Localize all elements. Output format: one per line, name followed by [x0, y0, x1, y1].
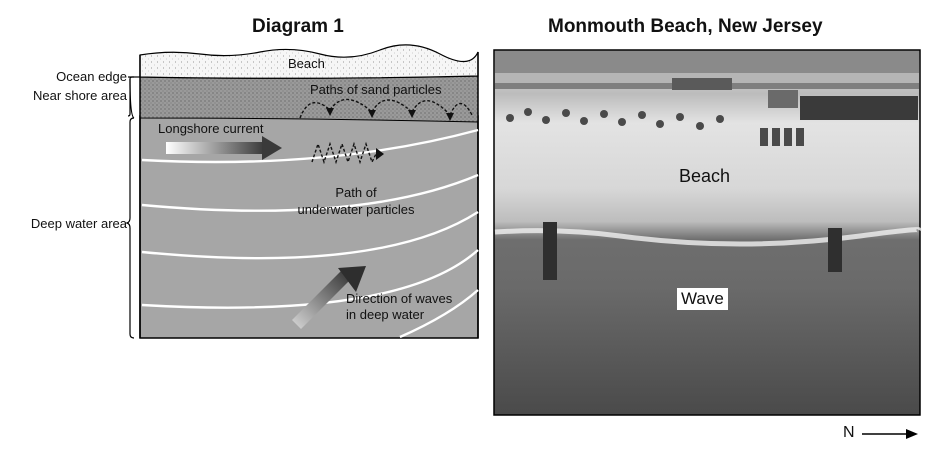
ocean-edge-label: Ocean edge: [56, 69, 127, 84]
beach-region: [139, 44, 479, 79]
sand-particle-arrowheads: [326, 108, 454, 121]
waves-label-line1: Direction of waves: [346, 291, 453, 306]
waves-label-line2: in deep water: [346, 307, 425, 322]
deep-water-label: Deep water area: [30, 216, 127, 231]
photo-title: Monmouth Beach, New Jersey: [548, 16, 823, 37]
aerial-photo: [493, 49, 922, 416]
longshore-current-label: Longshore current: [158, 121, 264, 136]
longshore-current-arrow: [166, 136, 282, 160]
jetty-right: [828, 228, 842, 272]
beach-label: Beach: [288, 56, 325, 71]
photo-beach-label: Beach: [679, 166, 731, 186]
jetty-left: [543, 222, 557, 280]
underwater-particle-path: [311, 141, 384, 165]
beach-umbrellas: [506, 108, 804, 146]
underwater-label-line2: underwater particles: [297, 202, 415, 217]
underwater-label-line1: Path of: [335, 185, 377, 200]
diagram-title: Diagram 1: [252, 16, 344, 37]
sand-paths-label: Paths of sand particles: [310, 82, 442, 97]
sand-particle-paths: [299, 98, 473, 119]
wave-direction-arrow: [292, 266, 366, 329]
north-label: N: [843, 424, 855, 441]
diagram-panel: [125, 44, 479, 339]
wave-lines: [141, 128, 479, 339]
photo-wave-label: Wave: [677, 288, 728, 310]
near-shore-label: Near shore area: [33, 88, 127, 103]
side-brackets: [125, 76, 140, 339]
north-arrow: [862, 429, 918, 439]
